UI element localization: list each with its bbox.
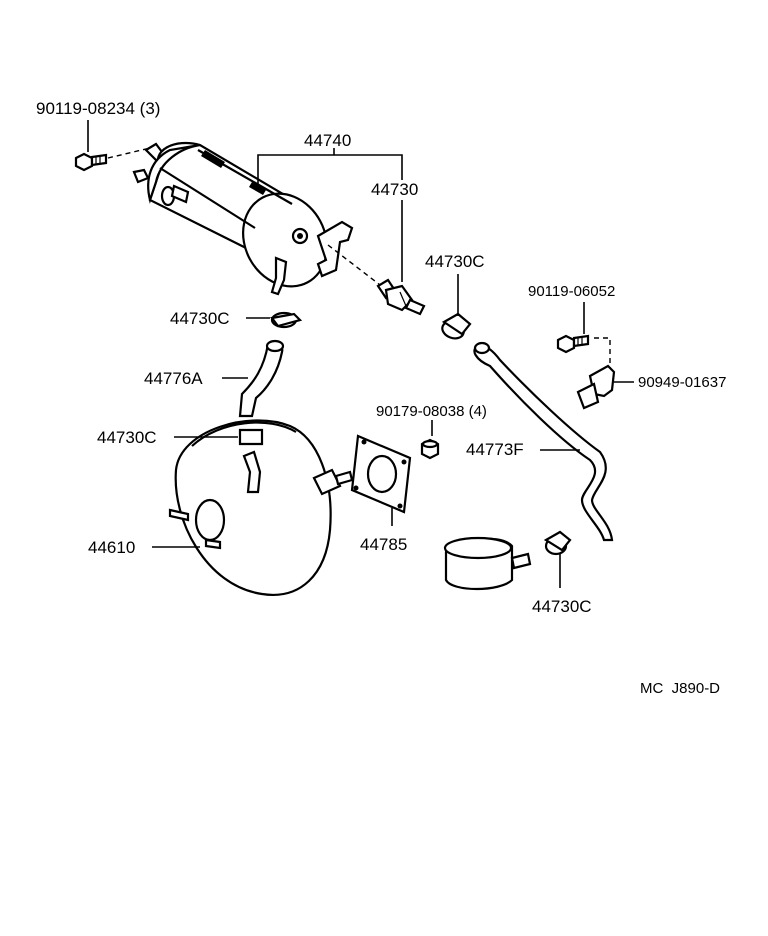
label-clip-upper-right: 44730C — [425, 252, 485, 271]
label-clip-under-tank: 44730C — [170, 309, 230, 328]
label-clip-lower-right: 44730C — [532, 597, 592, 616]
bracket-tank-assembly — [257, 154, 403, 185]
clip-under-tank — [270, 311, 303, 329]
label-clip-booster: 44730C — [97, 428, 157, 447]
leader-check-valve-dashed — [327, 244, 385, 289]
label-hose-long: 44773F — [466, 440, 524, 459]
label-hose-upper-left: 44776A — [144, 369, 203, 388]
gasket — [350, 434, 412, 514]
label-bolt-right: 90119-06052 — [528, 283, 615, 300]
leader-bolt-top-left-dashed — [107, 147, 151, 159]
label-booster: 44610 — [88, 538, 135, 557]
bolt-right — [556, 334, 590, 354]
pump-cap — [443, 536, 532, 590]
label-nut-gasket: 90179-08038 (4) — [376, 403, 487, 420]
booster — [168, 419, 354, 596]
label-check-valve: 44730 — [371, 180, 418, 199]
diagram-code: MC J890-D — [640, 680, 720, 697]
hose-upper-left — [238, 339, 285, 418]
nut-gasket — [420, 438, 440, 460]
bracket-right — [576, 364, 616, 410]
label-bracket-right: 90949-01637 — [638, 374, 726, 391]
clip-upper-right — [441, 312, 472, 340]
clip-lower-right — [543, 530, 572, 556]
vacuum-tank — [132, 141, 354, 296]
hose-long — [473, 341, 614, 542]
label-tank-assembly: 44740 — [304, 131, 351, 150]
label-bolt-top-left: 90119-08234 (3) — [36, 99, 160, 118]
label-gasket: 44785 — [360, 535, 407, 554]
bolt-top-left — [74, 152, 108, 172]
check-valve — [376, 278, 426, 316]
